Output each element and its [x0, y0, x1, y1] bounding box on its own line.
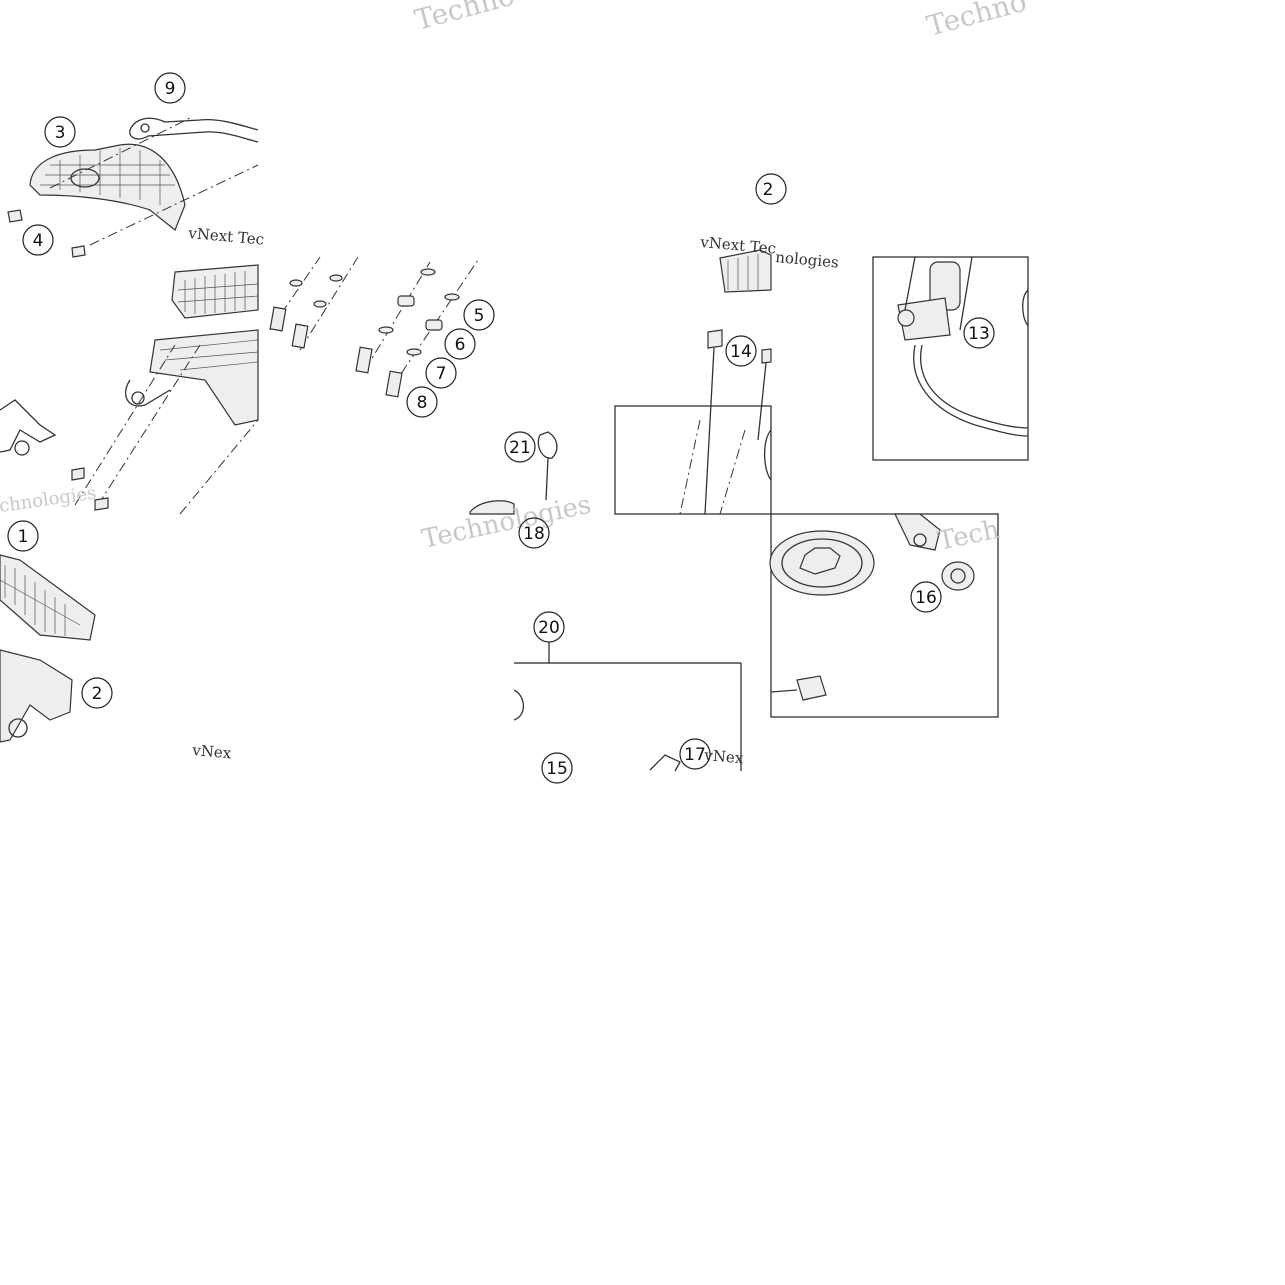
callout-15: 15 [541, 752, 573, 784]
svg-text:2: 2 [763, 180, 774, 200]
watermark-fragment: vNext Tec [699, 233, 777, 258]
callout-17: 17 [679, 738, 711, 770]
watermark-fragment: chnologies [0, 483, 98, 517]
svg-text:20: 20 [538, 618, 560, 638]
svg-text:2: 2 [92, 684, 103, 704]
callout-3: 3 [44, 116, 76, 148]
callout-21: 21 [504, 431, 536, 463]
watermark-fragment: Techno [411, 0, 518, 37]
callout-13: 13 [963, 317, 995, 349]
svg-text:16: 16 [915, 588, 937, 608]
callout-5: 5 [463, 299, 495, 331]
tile-cluster-lower [0, 554, 96, 743]
tile-ignition-bolts [469, 249, 772, 515]
callout-8: 8 [406, 386, 438, 418]
watermark-fragment: vNex [191, 741, 233, 762]
svg-text:7: 7 [436, 364, 447, 384]
svg-text:1: 1 [18, 527, 29, 547]
svg-text:18: 18 [523, 524, 545, 544]
callout-20: 20 [533, 611, 565, 643]
callout-4: 4 [22, 224, 54, 256]
tile-spacers [269, 256, 479, 398]
svg-text:6: 6 [455, 335, 466, 355]
callout-9: 9 [154, 72, 186, 104]
callout-1: 1 [7, 520, 39, 552]
tile-instrument-bracket: chnologies [0, 264, 259, 517]
callout-16: 16 [910, 581, 942, 613]
svg-text:8: 8 [417, 393, 428, 413]
callout-14: 14 [725, 335, 757, 367]
svg-text:4: 4 [33, 231, 44, 251]
tile-ignition-switch [872, 256, 1029, 461]
tile-fuel-cap-group [513, 642, 742, 772]
callout-7: 7 [425, 357, 457, 389]
watermark-fragment: Tech [935, 515, 1002, 557]
svg-text:3: 3 [55, 123, 66, 143]
callout-2: 2 [81, 677, 113, 709]
svg-text:13: 13 [968, 324, 990, 344]
callout-6: 6 [444, 328, 476, 360]
tile-handlebar-clamp [7, 117, 259, 258]
watermark-fragment: Techno [923, 0, 1030, 43]
watermark-fragment: vNex [703, 746, 745, 767]
watermark-fragment: vNext Tec [187, 224, 265, 249]
svg-text:17: 17 [684, 745, 706, 765]
tile-fuel-cap [769, 513, 999, 718]
svg-text:14: 14 [730, 342, 752, 362]
svg-text:21: 21 [509, 438, 531, 458]
svg-text:5: 5 [474, 306, 485, 326]
watermark-fragment: nologies [775, 248, 840, 271]
callout-2-partial: 2 [755, 173, 787, 205]
svg-text:9: 9 [165, 79, 176, 99]
watermark-fragment: Technologies [419, 490, 594, 555]
callout-18: 18 [518, 517, 550, 549]
svg-text:15: 15 [546, 759, 568, 779]
